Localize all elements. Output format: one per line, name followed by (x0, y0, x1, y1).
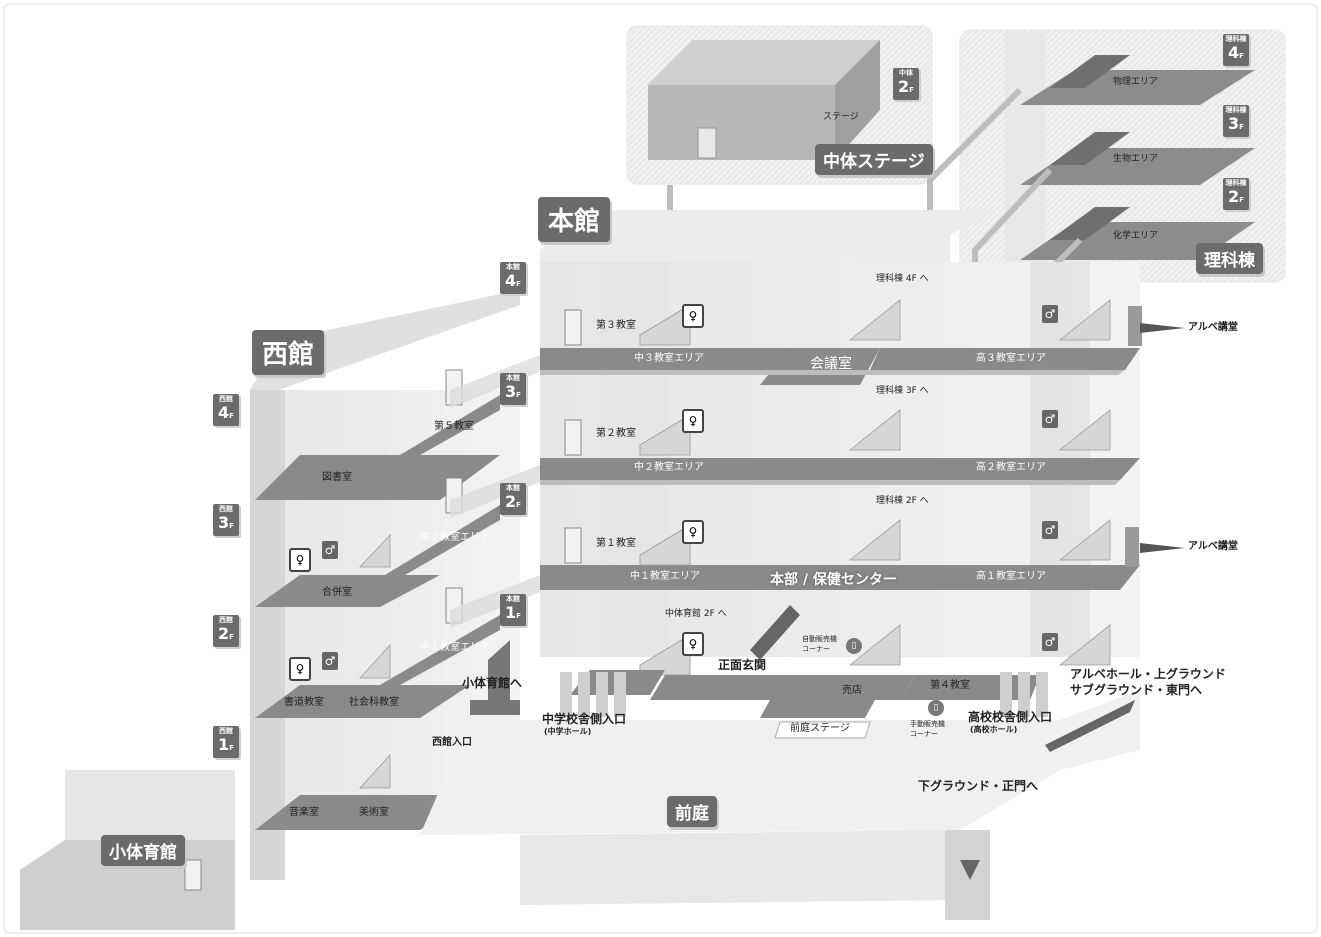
area-label: 中１教室エリア (420, 642, 490, 653)
area-label: 中２教室エリア (420, 532, 490, 543)
room-label: 音楽室 (289, 807, 319, 818)
vending-icon: ▯ (928, 700, 944, 716)
direction-label: (中学ホール) (544, 727, 592, 736)
room-label: 会議室 (810, 356, 852, 372)
toilet-icon: ♂ (1042, 633, 1058, 651)
room-label: 美術室 (359, 807, 389, 818)
room-label: 生物エリア (1113, 154, 1159, 164)
room-label: 第１教室 (596, 538, 636, 549)
direction-label: アルベ講堂 (1188, 322, 1238, 333)
toilet-icon: ♂ (322, 541, 338, 559)
toilet-pin-icon: ♀ (289, 657, 311, 681)
area-label: 高１教室エリア (976, 571, 1046, 582)
toilet-pin-icon: ♀ (682, 632, 704, 656)
direction-label: 西館入口 (432, 737, 472, 748)
direction-label: 理科棟 3F へ (876, 386, 929, 396)
small-gym-sign: 小体育館 (101, 835, 185, 866)
toilet-icon: ♂ (322, 652, 338, 670)
direction-label: 小体育館へ (462, 676, 523, 690)
toilet-icon: ♂ (1042, 410, 1058, 428)
room-label: 社会科教室 (349, 697, 399, 708)
toilet-pin-icon: ♀ (289, 548, 311, 572)
science-building-sign: 理科棟 (1196, 243, 1263, 274)
vending-label: コーナー (802, 645, 830, 653)
room-label: 物理エリア (1113, 77, 1159, 87)
direction-label: 正面玄関 (718, 658, 767, 672)
direction-label: 下グラウンド・正門へ (918, 779, 1039, 793)
vending-label: コーナー (910, 730, 938, 738)
room-label: 図書室 (322, 472, 352, 483)
area-label: 本部 / 保健センター (770, 572, 897, 588)
stage-sign: 中体ステージ (815, 144, 933, 175)
direction-label: サブグラウンド・東門へ (1070, 683, 1203, 697)
room-label: 合併室 (322, 587, 352, 598)
area-label: 中１教室エリア (630, 571, 700, 582)
room-label: 第３教室 (596, 320, 636, 331)
direction-label: 中体育館 2F へ (665, 609, 727, 619)
front-yard-sign: 前庭 (667, 796, 717, 827)
room-label: 第２教室 (596, 428, 636, 439)
vending-icon: ▯ (846, 638, 862, 654)
area-label: 中３教室エリア (634, 353, 704, 364)
main-building-sign: 本館 (538, 197, 611, 242)
toilet-icon: ♂ (1042, 305, 1058, 323)
room-label: 化学エリア (1113, 231, 1159, 241)
toilet-pin-icon: ♀ (682, 409, 704, 433)
direction-label: 高校校舎側入口 (968, 710, 1053, 724)
room-label: ステージ (823, 112, 859, 122)
west-building-sign: 西館 (252, 330, 325, 375)
area-label: 高２教室エリア (976, 462, 1046, 473)
direction-label: (高校ホール) (970, 725, 1018, 734)
area-label: 高３教室エリア (976, 353, 1046, 364)
room-label: 第５教室 (434, 421, 474, 432)
vending-label: 手動販売機 (910, 720, 945, 728)
vending-label: 自動販売機 (802, 635, 837, 643)
area-label: 中２教室エリア (634, 462, 704, 473)
room-label: 売店 (842, 685, 862, 696)
room-label: 書道教室 (284, 697, 324, 708)
direction-label: アルベホール・上グラウンド (1070, 667, 1226, 681)
direction-label: 中学校舎側入口 (542, 712, 627, 726)
direction-label: 理科棟 4F へ (876, 274, 929, 284)
direction-label: 理科棟 2F へ (876, 496, 929, 506)
toilet-icon: ♂ (1042, 521, 1058, 539)
direction-label: アルベ講堂 (1188, 541, 1238, 552)
room-label: 前庭ステージ (790, 723, 850, 734)
room-label: 第４教室 (930, 680, 970, 691)
toilet-pin-icon: ♀ (682, 520, 704, 544)
toilet-pin-icon: ♀ (682, 304, 704, 328)
